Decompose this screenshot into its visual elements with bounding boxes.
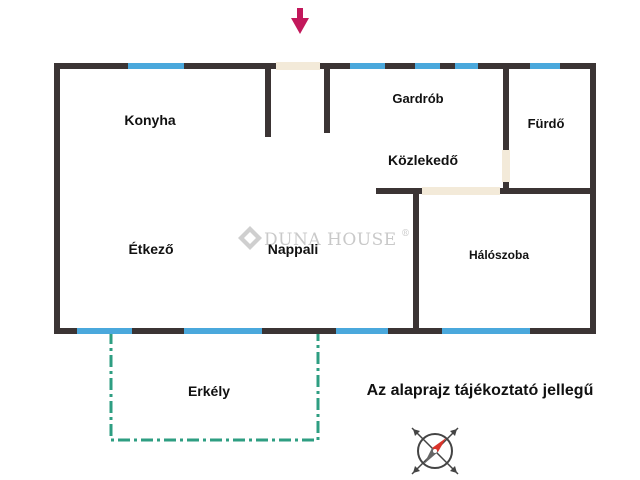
watermark: DUNA HOUSE ® — [238, 226, 411, 250]
room-label-kozlekedo: Közlekedő — [388, 152, 458, 168]
duna-house-logo-icon — [238, 226, 262, 250]
room-label-furdo: Fürdő — [528, 116, 565, 131]
windows — [77, 63, 560, 334]
doors — [276, 62, 510, 195]
room-label-nappali: Nappali — [268, 241, 319, 257]
room-label-gardrob: Gardrób — [392, 91, 443, 106]
room-label-konyha: Konyha — [124, 112, 176, 128]
entrance-arrow-icon — [291, 8, 309, 34]
disclaimer-text: Az alaprajz tájékoztató jellegű — [367, 382, 594, 399]
watermark-brand: DUNA HOUSE — [264, 230, 397, 250]
balcony-outline — [109, 332, 320, 442]
room-label-haloszoba: Hálószoba — [469, 248, 529, 262]
room-label-etkezo: Étkező — [128, 241, 173, 257]
watermark-registered-mark: ® — [401, 229, 411, 239]
walls — [54, 63, 596, 334]
room-label-erkely: Erkély — [188, 383, 230, 399]
compass-icon — [411, 427, 459, 475]
